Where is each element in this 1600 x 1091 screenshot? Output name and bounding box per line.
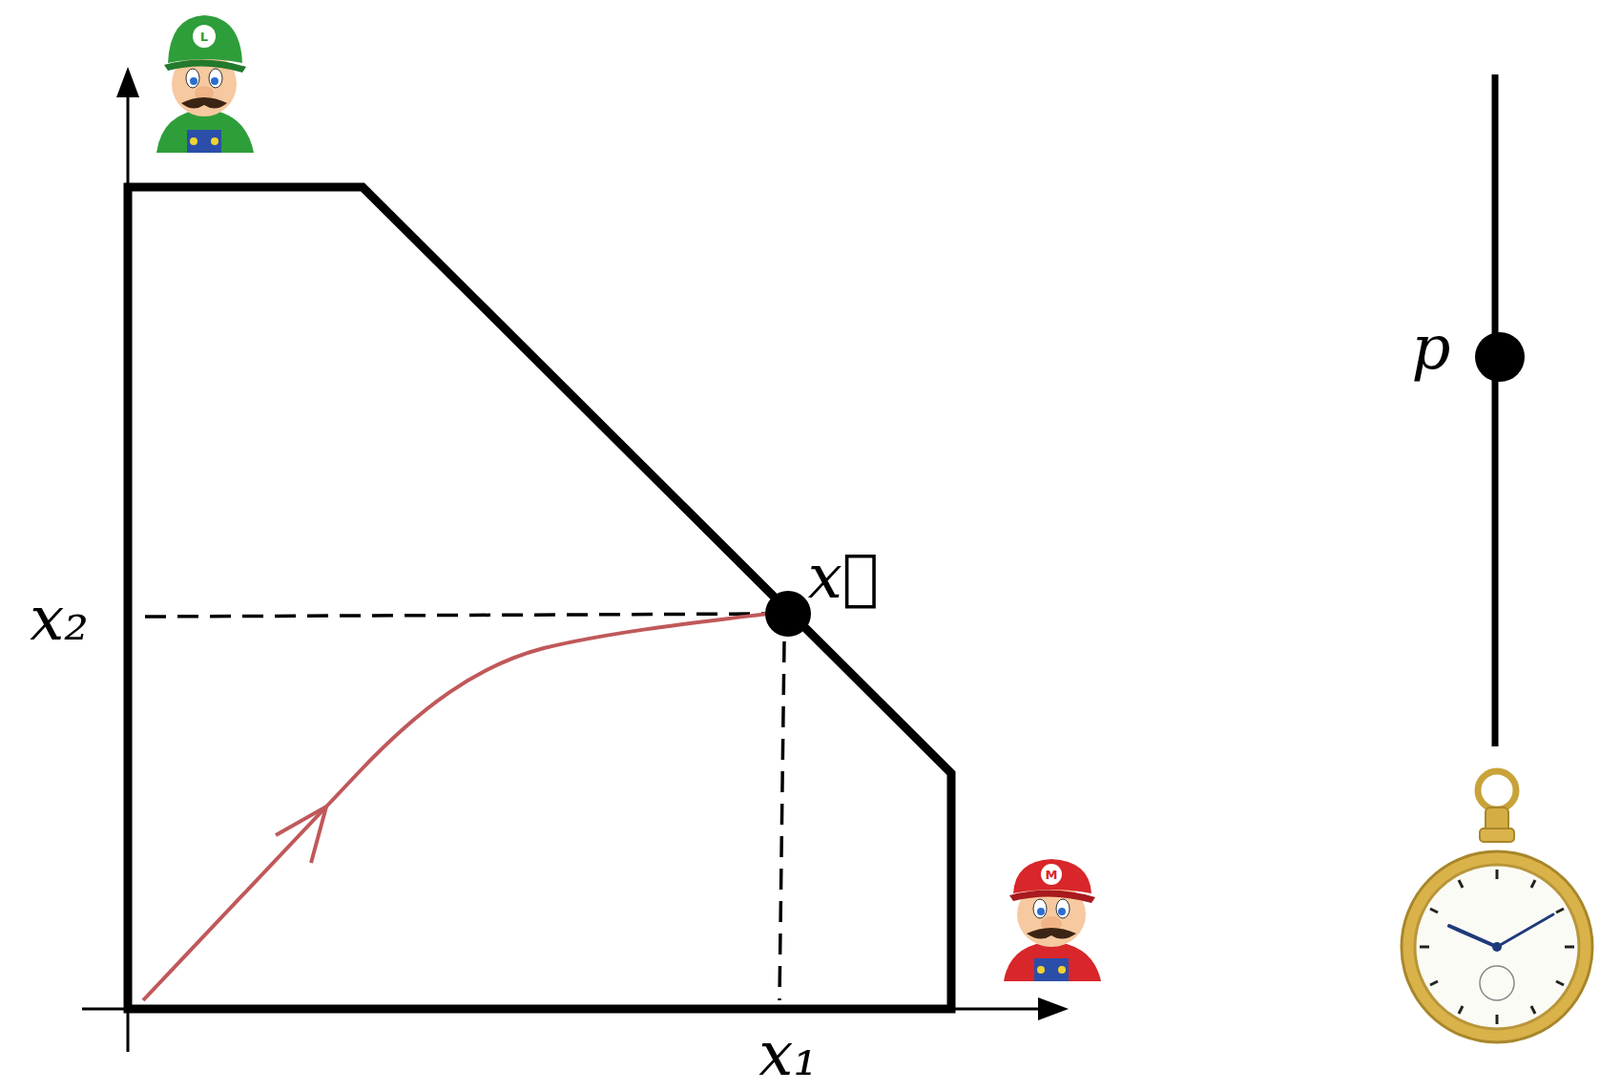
- mario-icon: [1003, 858, 1102, 981]
- luigi-icon: [156, 15, 254, 153]
- price-label: p: [1412, 316, 1452, 378]
- point-dot: [765, 590, 811, 637]
- point-dot: [1475, 332, 1525, 382]
- hat-letter: L: [200, 30, 208, 43]
- axis-arrowhead: [116, 66, 140, 98]
- region-polygon: [127, 187, 952, 1009]
- trajectory-curve: [143, 613, 769, 1000]
- axis-arrowhead: [1038, 997, 1069, 1020]
- pocket-watch: [1401, 770, 1593, 1042]
- point-label: x⃗: [808, 545, 880, 607]
- dashed-projection: [779, 641, 785, 1000]
- axis-label: x₁: [758, 1022, 818, 1084]
- axis-label: x₂: [29, 587, 89, 649]
- trajectory-arrowhead: [275, 806, 327, 863]
- hat-letter: M: [1045, 868, 1059, 881]
- price-line: [1492, 74, 1499, 747]
- dashed-projection: [145, 613, 773, 617]
